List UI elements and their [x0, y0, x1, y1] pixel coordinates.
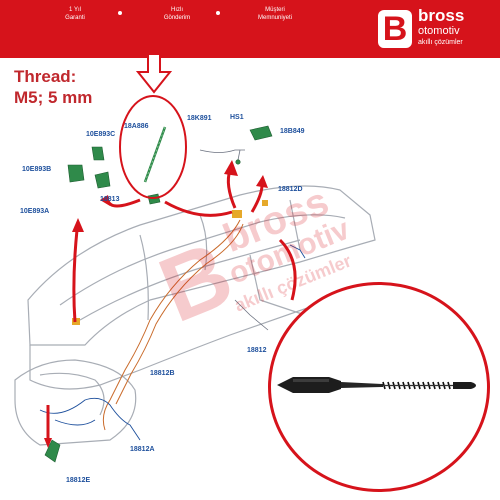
brand-subtitle: otomotiv — [418, 25, 460, 37]
harness-wire — [39, 244, 306, 441]
warranty-line2: Garanti — [65, 15, 85, 21]
brand-name: bross — [418, 6, 465, 25]
part-label-18a886: 18A886 — [124, 123, 149, 130]
part-label-10e893b: 10E893B — [22, 166, 52, 173]
shipping-badge: Hızlı Gönderim — [132, 6, 222, 22]
arrow-head-icons — [44, 160, 268, 448]
thread-spec: Thread: M5; 5 mm — [14, 66, 92, 108]
part-label-18b849: 18B849 — [280, 128, 305, 135]
thread-value: M5; 5 mm — [14, 88, 93, 107]
signal-wire — [199, 149, 269, 331]
part-label-hs1: HS1 — [230, 114, 244, 121]
part-label-10e893a: 10E893A — [20, 208, 50, 215]
callout-arrows — [46, 169, 297, 440]
antenna-callout-circle — [119, 95, 187, 199]
part-label-18813: 18813 — [100, 196, 120, 203]
separator-dot — [216, 11, 220, 15]
antenna-cable — [102, 219, 244, 431]
satisfaction-line2: Memnuniyeti — [257, 15, 292, 21]
part-label-18812: 18812 — [247, 347, 267, 354]
thread-title: Thread: — [14, 67, 77, 86]
warranty-badge: 1 Yıl Garanti — [30, 6, 120, 22]
antenna-detail-icon — [277, 377, 476, 393]
brand-tagline: akıllı çözümler — [418, 39, 463, 46]
antenna-mast — [143, 126, 167, 183]
part-label-18812b: 18812B — [150, 370, 175, 377]
satisfaction-badge: Müşteri Memnuniyeti — [230, 6, 320, 22]
part-label-18812d: 18812D — [278, 186, 303, 193]
part-label-18812e: 18812E — [66, 477, 91, 484]
separator-dot — [118, 11, 122, 15]
car-body-outline — [14, 185, 376, 446]
warranty-line1: 1 Yıl — [69, 7, 81, 13]
antenna-zoom-circle — [268, 282, 490, 492]
arrow-down-icon — [135, 53, 173, 94]
satisfaction-line1: Müşteri — [265, 7, 285, 13]
header-bar: 1 Yıl Garanti Hızlı Gönderim Müşteri Mem… — [0, 0, 500, 58]
shipping-line1: Hızlı — [171, 7, 183, 13]
part-label-10e893c: 10E893C — [86, 131, 116, 138]
shipping-line2: Gönderim — [163, 15, 191, 21]
part-label-18k891: 18K891 — [187, 115, 212, 122]
brand-logo-icon: B — [378, 10, 412, 48]
antenna-components — [44, 125, 273, 463]
part-label-18812a: 18812A — [130, 446, 155, 453]
